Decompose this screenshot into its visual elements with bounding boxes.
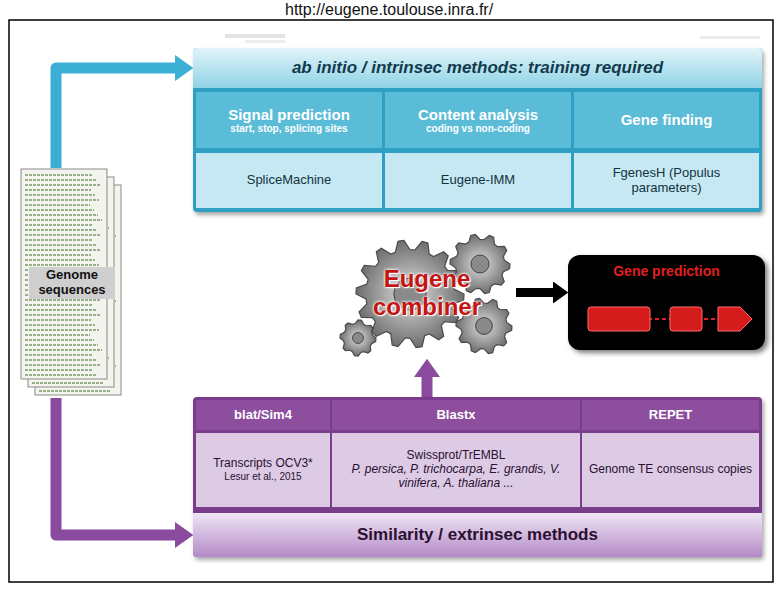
node-subtext: P. persica, P. trichocarpa, E. grandis, … xyxy=(332,463,580,491)
gear-hub xyxy=(353,333,364,344)
sequence-texture xyxy=(39,390,110,392)
tool-cell: SpliceMachine xyxy=(196,153,382,208)
node-subtext: coding vs non-coding xyxy=(426,123,530,135)
sequence-texture xyxy=(25,319,91,321)
node-title: Swissprot/TrEMBL xyxy=(401,449,512,463)
sequence-texture xyxy=(25,334,90,336)
sequence-texture xyxy=(25,314,100,316)
sequence-texture xyxy=(32,382,103,384)
category-cell: Signal predictionstart, stop, splicing s… xyxy=(196,92,382,148)
node-title: Blastx xyxy=(436,408,475,423)
source-cell: Swissprot/TrEMBLP. persica, P. trichocar… xyxy=(332,433,580,507)
node-title: Transcripts OCV3* xyxy=(207,457,319,471)
sequence-texture xyxy=(25,299,101,301)
sequence-texture xyxy=(25,199,99,201)
node-title: Eugene combiner xyxy=(367,265,487,320)
sequence-texture xyxy=(25,349,102,351)
exon-box xyxy=(588,307,650,331)
sequence-texture xyxy=(25,364,101,366)
source-cell: Transcripts OCV3*Lesur et al., 2015 xyxy=(196,433,330,507)
sequence-texture xyxy=(25,214,98,216)
node-subtext: start, stop, splicing sites xyxy=(230,123,347,135)
sequence-texture xyxy=(25,249,100,251)
sequence-texture xyxy=(25,229,97,231)
sequence-texture xyxy=(25,204,90,206)
tool-header: blat/Sim4 xyxy=(196,400,330,430)
tool-header: REPET xyxy=(582,400,759,430)
node-title: Content analysis xyxy=(418,106,538,123)
gear-hub xyxy=(476,318,493,335)
sequence-texture xyxy=(25,264,99,266)
node-title: Gene finding xyxy=(621,111,713,128)
node-title: REPET xyxy=(649,408,692,423)
tool-cell: Eugene-IMM xyxy=(385,153,571,208)
sequence-texture xyxy=(25,324,95,326)
node-title: Gene prediction xyxy=(613,263,720,279)
sequence-texture xyxy=(25,219,102,221)
source-cell: Genome TE consensus copies xyxy=(582,433,759,507)
sequence-texture xyxy=(25,174,92,176)
tool-cell: FgenesH (Populus parameters) xyxy=(574,153,759,208)
deco-bar xyxy=(245,40,285,43)
node-title: Genome sequences xyxy=(29,267,115,299)
exon-box xyxy=(670,307,702,331)
node-title: Similarity / extrinsec methods xyxy=(193,513,762,557)
method-panel: ab initio / intrinsec methods: training … xyxy=(193,48,762,212)
sequence-texture xyxy=(25,194,95,196)
flow-arrow xyxy=(56,68,175,168)
sequence-texture xyxy=(25,374,96,376)
tool-header: Blastx xyxy=(332,400,580,430)
node-title: ab initio / intrinsec methods: training … xyxy=(193,48,762,88)
node-title: Signal prediction xyxy=(228,106,350,123)
combiner-gears: Eugene combiner xyxy=(338,226,516,359)
exon-arrow xyxy=(718,307,752,331)
node-title: SpliceMachine xyxy=(241,173,338,188)
sequence-texture xyxy=(25,209,94,211)
sequence-texture xyxy=(25,234,101,236)
sequence-texture xyxy=(25,344,98,346)
sequence-texture xyxy=(25,354,93,356)
sequence-texture xyxy=(25,244,96,246)
category-cell: Gene finding xyxy=(574,92,759,148)
sequence-texture xyxy=(25,179,96,181)
sequence-texture xyxy=(25,359,97,361)
sequence-texture xyxy=(25,254,91,256)
url-label: http://eugene.toulouse.inra.fr/ xyxy=(285,1,493,19)
genome-stack: Genome sequences xyxy=(20,168,124,398)
sequence-texture xyxy=(25,309,96,311)
node-subtext: Lesur et al., 2015 xyxy=(224,471,301,483)
sequence-texture xyxy=(25,329,99,331)
sequence-texture xyxy=(25,259,95,261)
node-title: Eugene-IMM xyxy=(435,173,521,188)
sequence-texture xyxy=(25,189,91,191)
result-box: Gene prediction xyxy=(568,255,765,350)
sequence-texture xyxy=(25,369,92,371)
sequence-texture xyxy=(25,239,92,241)
node-title: blat/Sim4 xyxy=(234,408,292,423)
category-cell: Content analysiscoding vs non-coding xyxy=(385,92,571,148)
node-title: FgenesH (Populus parameters) xyxy=(574,166,759,196)
method-panel: Similarity / extrinsec methods blat/Sim4 B… xyxy=(193,397,762,557)
node-title: Genome TE consensus copies xyxy=(583,463,758,477)
flow-arrow xyxy=(516,288,553,297)
sequence-texture xyxy=(25,224,93,226)
frame-border xyxy=(9,20,773,582)
deco-bar xyxy=(225,34,285,38)
flow-arrow xyxy=(422,377,433,397)
gear-icon xyxy=(340,320,376,356)
sequence-texture xyxy=(25,184,100,186)
flow-arrow xyxy=(56,398,175,535)
gear-hub xyxy=(471,255,489,273)
sequence-texture xyxy=(25,339,94,341)
sequence-texture xyxy=(25,304,92,306)
deco-bar xyxy=(700,36,760,39)
